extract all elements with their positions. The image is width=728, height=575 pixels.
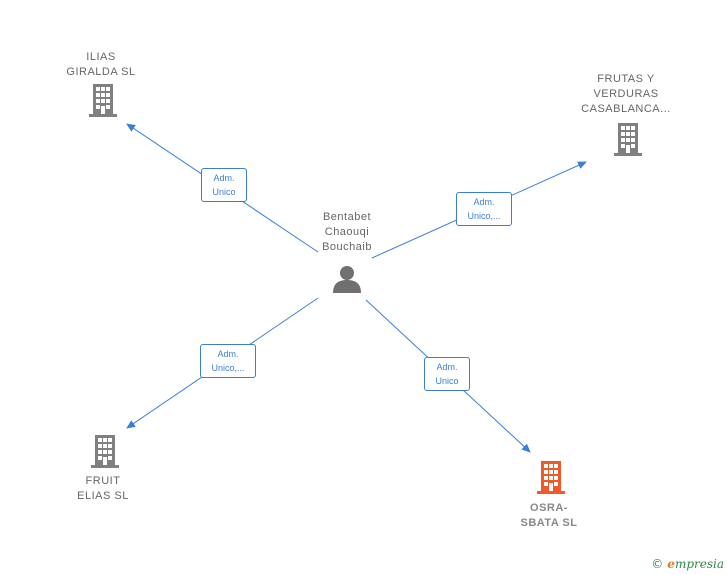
building-icon[interactable] [89, 84, 117, 117]
company-name-fruit[interactable]: FRUIT ELIAS SL [77, 475, 129, 502]
person-name[interactable]: Bentabet Chaouqi Bouchaib [322, 211, 372, 253]
building-icon[interactable] [537, 461, 565, 494]
relation-label-fruit[interactable]: Adm. Unico,... [200, 344, 256, 378]
brand-logo-initial: e [667, 557, 675, 571]
company-name-osra[interactable]: OSRA- SBATA SL [520, 502, 578, 529]
brand-logo-text: mpresia [674, 557, 724, 571]
relation-label-ilias[interactable]: Adm. Unico [201, 168, 247, 202]
building-icon[interactable] [91, 435, 119, 468]
company-name-frutas[interactable]: FRUTAS Y VERDURAS CASABLANCA... [581, 73, 671, 115]
copyright-notice: ©empresia [651, 557, 724, 571]
building-icon[interactable] [614, 123, 642, 156]
person-icon[interactable] [333, 266, 361, 293]
relation-label-osra[interactable]: Adm. Unico [424, 357, 470, 391]
copyright-symbol: © [651, 557, 664, 571]
relation-label-frutas[interactable]: Adm. Unico,... [456, 192, 512, 226]
company-name-ilias[interactable]: ILIAS GIRALDA SL [66, 51, 136, 78]
